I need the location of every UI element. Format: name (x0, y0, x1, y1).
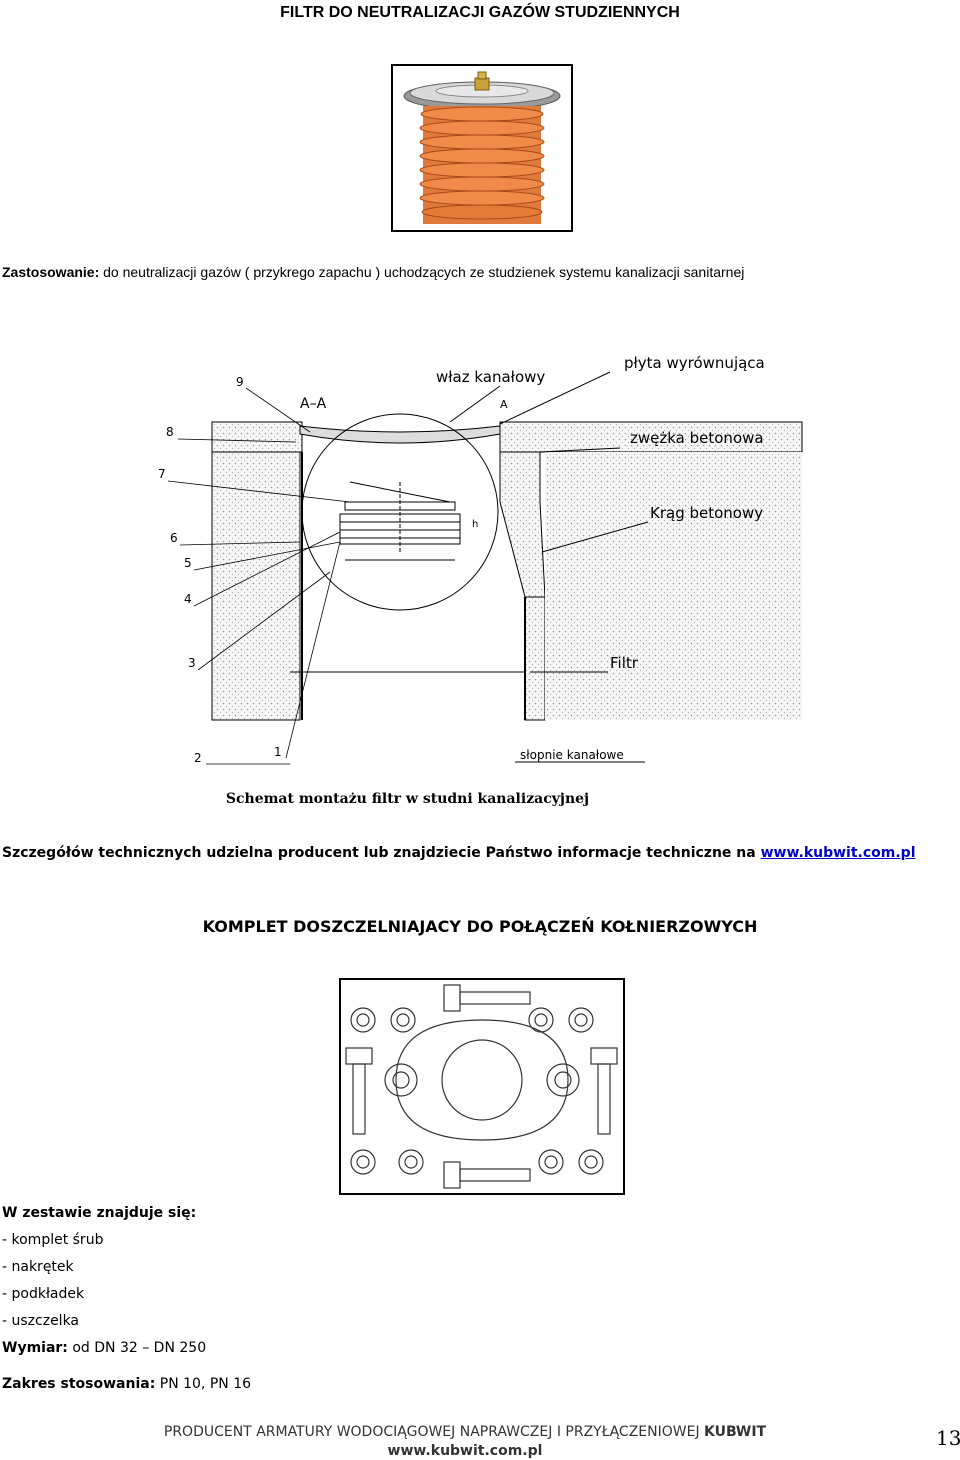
usage-label: Zastosowanie: (2, 264, 100, 280)
section-mark: A (500, 398, 508, 411)
details-text: Szczegółów technicznych udzielna produce… (2, 845, 761, 861)
installation-schematic: A–A A właz kanałowy płyta wyrównująca zw… (150, 342, 812, 774)
part-number-8: 8 (166, 425, 174, 439)
part-number-5: 5 (184, 556, 192, 570)
application-range-value: PN 10, PN 16 (155, 1376, 252, 1392)
dimensions-value: od DN 32 – DN 250 (67, 1340, 207, 1356)
label-h: h (472, 519, 478, 530)
page-number: 13 (936, 1426, 960, 1450)
list-item: - komplet śrub (2, 1232, 104, 1248)
part-number-2: 2 (194, 751, 202, 765)
label-plate: płyta wyrównująca (624, 354, 765, 372)
website-link[interactable]: www.kubwit.com.pl (760, 845, 916, 861)
part-number-9: 9 (236, 375, 244, 389)
application-range: Zakres stosowania: PN 10, PN 16 (2, 1376, 251, 1392)
footer-text: PRODUCENT ARMATURY WODOCIĄGOWEJ NAPRAWCZ… (163, 1424, 705, 1440)
technical-details-note: Szczegółów technicznych udzielna produce… (2, 845, 916, 861)
usage-text: Zastosowanie: do neutralizacji gazów ( p… (2, 264, 744, 280)
footer-producer: PRODUCENT ARMATURY WODOCIĄGOWEJ NAPRAWCZ… (0, 1424, 930, 1440)
page-title: FILTR DO NEUTRALIZACJI GAZÓW STUDZIENNYC… (280, 4, 680, 21)
filter-image (403, 71, 561, 224)
part-number-1: 1 (274, 745, 282, 759)
label-reducer: zwężka betonowa (630, 429, 764, 447)
footer-url: www.kubwit.com.pl (387, 1443, 543, 1459)
dimensions: Wymiar: od DN 32 – DN 250 (2, 1340, 206, 1356)
section-label: A–A (300, 396, 327, 412)
kit-contents-list: - komplet śrub - nakrętek - podkładek - … (2, 1232, 103, 1340)
list-item: - uszczelka (2, 1313, 80, 1329)
dimensions-label: Wymiar: (2, 1340, 68, 1356)
part-number-7: 7 (158, 467, 166, 481)
label-ring: Krąg betonowy (650, 504, 763, 522)
section-title-seal-kit: KOMPLET DOSZCZELNIAJACY DO POŁĄCZEŃ KOŁN… (202, 917, 758, 936)
list-item: - nakrętek (2, 1259, 74, 1275)
label-filter: Filtr (610, 654, 639, 672)
usage-description: do neutralizacji gazów ( przykrego zapac… (99, 264, 745, 280)
part-number-3: 3 (188, 656, 196, 670)
schematic-caption: Schemat montażu filtr w studni kanalizac… (225, 791, 590, 807)
flange-kit-drawing (339, 978, 625, 1195)
label-steps: słopnie kanałowe (520, 748, 624, 762)
kit-contents-heading: W zestawie znajduje się: (2, 1205, 197, 1221)
application-range-label: Zakres stosowania: (2, 1376, 156, 1392)
footer-brand: KUBWIT (704, 1424, 767, 1440)
filter-photo (391, 64, 573, 232)
label-manhole: właz kanałowy (436, 368, 545, 386)
part-number-6: 6 (170, 531, 178, 545)
list-item: - podkładek (2, 1286, 85, 1302)
part-number-4: 4 (184, 592, 192, 606)
